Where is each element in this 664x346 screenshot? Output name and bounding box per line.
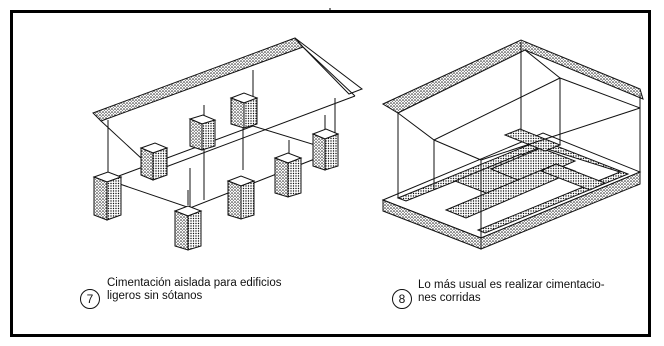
figure-8-strip-footings [396,128,630,234]
figure-8-caption: Lo más usual es realizar cimentacio- nes… [418,279,648,305]
figure-8-number-badge: 8 [392,289,412,309]
footing [173,205,203,251]
figure-7-drawing [92,37,364,251]
footing [229,92,259,129]
figure-8-drawing [381,39,644,250]
figure-7-caption: Cimentación aislada para edificios liger… [107,277,347,303]
figure-7-caption-line-2: ligeros sin sótanos [107,290,203,302]
footing [226,175,256,220]
figure-7-roof-back [294,37,364,95]
figure-8-caption-line-2: nes corridas [418,292,481,304]
figure-7-caption-line-1: Cimentación aislada para edificios [107,277,282,289]
footing [188,114,217,151]
footing [92,171,123,221]
figure-8-caption-line-1: Lo más usual es realizar cimentacio- [418,279,605,291]
figure-8-slab-side [480,171,641,250]
figure-7-number-badge: 7 [80,289,100,309]
footing [273,152,303,198]
footing [311,128,340,171]
footing [139,142,169,181]
figure-7-footings [92,92,340,251]
figure-7-roof-slope [92,37,304,122]
